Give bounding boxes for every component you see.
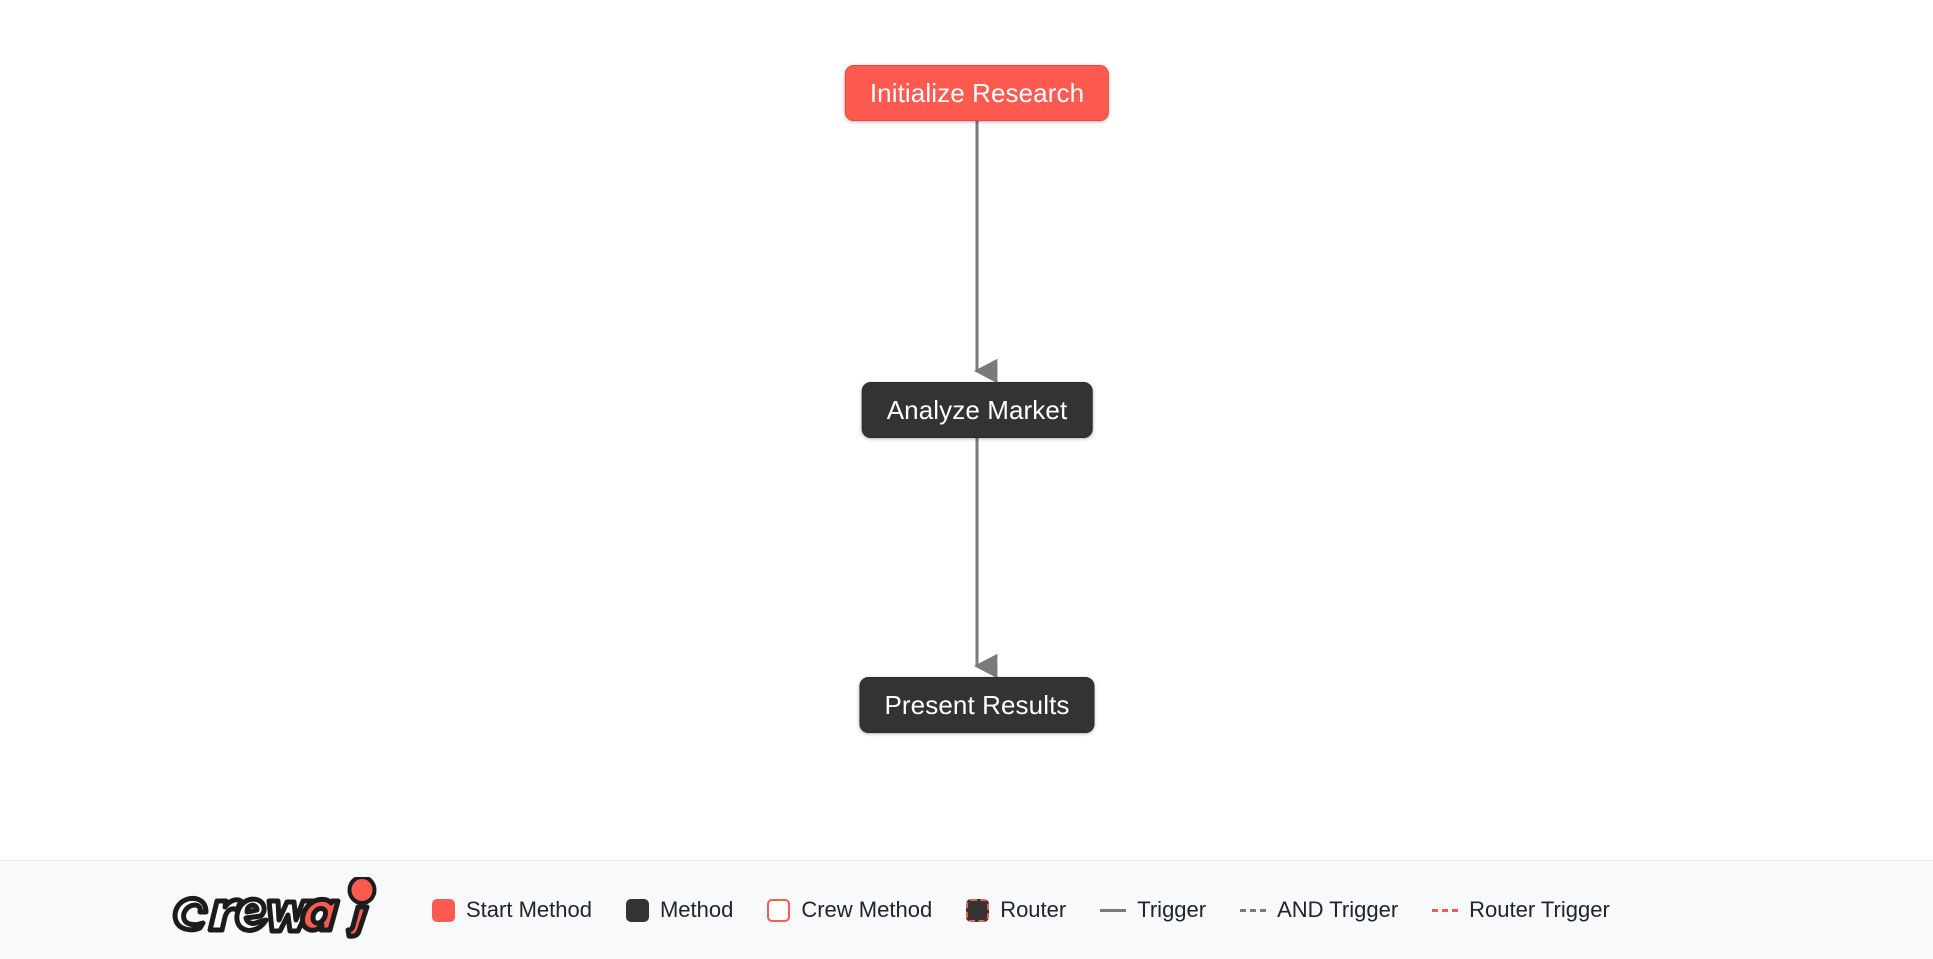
legend-item-crew-method: Crew Method (767, 897, 933, 922)
legend-items: Start Method Method Crew Method Router T… (432, 897, 1610, 922)
legend-item-label: Trigger (1137, 897, 1207, 922)
legend-item-method: Method (625, 897, 734, 922)
crew-method-swatch-icon (767, 898, 791, 922)
flow-node-initialize-research[interactable]: Initialize Research (844, 65, 1110, 121)
legend-item-router: Router (966, 897, 1067, 922)
flow-node-label: Analyze Market (886, 395, 1068, 425)
legend-item-label: Method (659, 897, 734, 922)
start-method-swatch-icon (432, 898, 455, 922)
legend-item-trigger: Trigger (1100, 899, 1206, 921)
legend-item-label: Crew Method (801, 897, 933, 922)
legend-item-label: Router (1000, 897, 1067, 922)
legend-item-label: Router Trigger (1469, 897, 1610, 922)
legend-item-label: AND Trigger (1277, 897, 1399, 922)
router-trigger-line-icon (1432, 908, 1459, 912)
legend-item-and-trigger: AND Trigger (1240, 899, 1398, 921)
flow-node-label: Present Results (884, 690, 1070, 720)
trigger-line-icon (1100, 908, 1127, 912)
and-trigger-line-icon (1240, 908, 1267, 912)
flow-canvas[interactable]: Initialize Research Analyze Market Prese… (0, 0, 1933, 860)
legend-item-router-trigger: Router Trigger (1432, 899, 1610, 921)
flow-node-analyze-market[interactable]: Analyze Market (861, 382, 1093, 438)
legend-bar: Start Method Method Crew Method Router T… (0, 860, 1933, 959)
flow-node-label: Initialize Research (869, 78, 1085, 108)
flow-node-present-results[interactable]: Present Results (859, 677, 1095, 733)
crewai-logo (172, 877, 377, 939)
method-swatch-icon (625, 898, 649, 922)
legend-item-start-method: Start Method (432, 897, 592, 922)
legend-item-label: Start Method (466, 897, 592, 922)
router-swatch-icon (966, 898, 990, 922)
